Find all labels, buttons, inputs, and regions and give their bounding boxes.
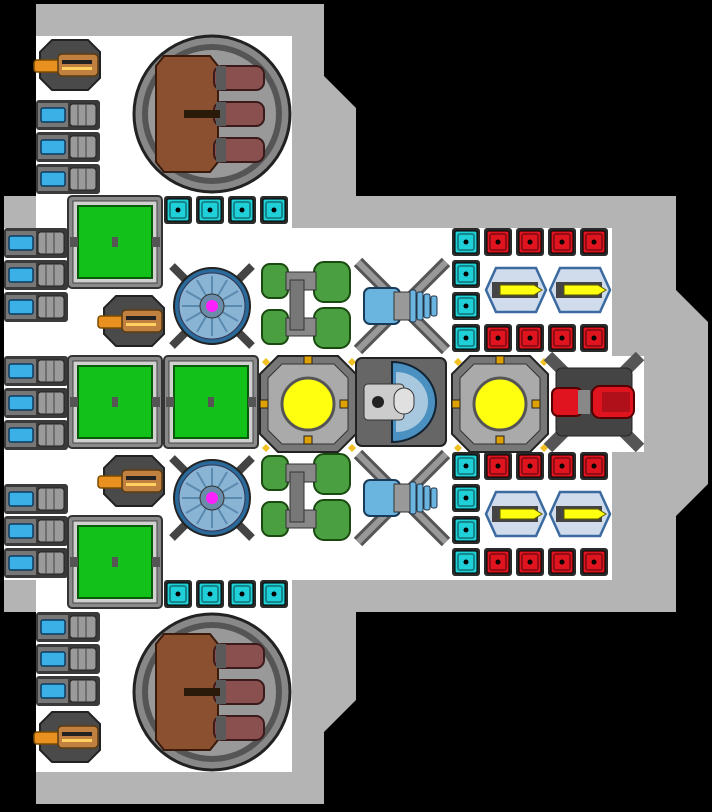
red-power-tile[interactable] [516, 324, 544, 352]
large-cannon-turret[interactable] [132, 612, 292, 772]
cyan-shield-tile[interactable] [164, 196, 192, 224]
cyan-shield-tile[interactable] [164, 580, 192, 608]
red-power-tile[interactable] [484, 452, 512, 480]
reactor-core[interactable] [451, 355, 549, 453]
yellow-laser-cannon[interactable] [548, 490, 612, 538]
green-armor-block[interactable] [67, 515, 163, 609]
green-armor-block[interactable] [67, 195, 163, 289]
red-power-tile[interactable] [580, 548, 608, 576]
green-fuel-tank[interactable] [260, 452, 351, 541]
red-power-tile[interactable] [580, 324, 608, 352]
blue-battery-cell[interactable] [36, 100, 100, 130]
red-power-tile[interactable] [484, 324, 512, 352]
red-power-tile[interactable] [516, 228, 544, 256]
fan-engine[interactable] [168, 262, 256, 350]
hull-notch-bottom [292, 612, 356, 772]
red-power-tile[interactable] [580, 452, 608, 480]
cyan-shield-tile[interactable] [196, 196, 224, 224]
blue-battery-cell[interactable] [36, 644, 100, 674]
yellow-laser-cannon[interactable] [484, 490, 548, 538]
red-power-tile[interactable] [516, 548, 544, 576]
large-cannon-turret[interactable] [132, 34, 292, 194]
small-gun-turret[interactable] [97, 455, 165, 507]
blue-battery-cell[interactable] [4, 228, 68, 258]
blue-thruster[interactable] [353, 449, 451, 547]
cyan-shield-tile[interactable] [452, 548, 480, 576]
fan-engine[interactable] [168, 454, 256, 542]
red-power-tile[interactable] [484, 548, 512, 576]
green-armor-block[interactable] [67, 355, 163, 449]
blue-battery-cell[interactable] [4, 420, 68, 450]
cyan-shield-tile[interactable] [228, 580, 256, 608]
blue-battery-cell[interactable] [4, 356, 68, 386]
blue-battery-cell[interactable] [36, 132, 100, 162]
cyan-shield-tile[interactable] [452, 516, 480, 544]
blue-battery-cell[interactable] [4, 292, 68, 322]
blue-thruster[interactable] [353, 257, 451, 355]
blue-battery-cell[interactable] [36, 676, 100, 706]
red-power-tile[interactable] [548, 548, 576, 576]
red-power-tile[interactable] [516, 452, 544, 480]
red-power-tile[interactable] [548, 452, 576, 480]
cyan-shield-tile[interactable] [452, 484, 480, 512]
blue-battery-cell[interactable] [4, 484, 68, 514]
cyan-shield-tile[interactable] [196, 580, 224, 608]
hull-notch-top [292, 36, 356, 196]
yellow-laser-cannon[interactable] [484, 266, 548, 314]
red-main-engine[interactable] [543, 351, 645, 453]
cyan-shield-tile[interactable] [452, 228, 480, 256]
blue-battery-cell[interactable] [4, 388, 68, 418]
red-power-tile[interactable] [580, 228, 608, 256]
yellow-laser-cannon[interactable] [548, 266, 612, 314]
small-gun-turret[interactable] [33, 711, 101, 763]
blue-battery-cell[interactable] [4, 260, 68, 290]
cyan-shield-tile[interactable] [452, 452, 480, 480]
blue-battery-cell[interactable] [36, 612, 100, 642]
red-power-tile[interactable] [548, 228, 576, 256]
cyan-shield-tile[interactable] [452, 260, 480, 288]
blue-battery-cell[interactable] [36, 164, 100, 194]
cyan-shield-tile[interactable] [228, 196, 256, 224]
cyan-shield-tile[interactable] [452, 324, 480, 352]
cyan-shield-tile[interactable] [260, 196, 288, 224]
green-armor-block[interactable] [163, 355, 259, 449]
blue-battery-cell[interactable] [4, 516, 68, 546]
cyan-shield-tile[interactable] [260, 580, 288, 608]
reactor-core[interactable] [259, 355, 357, 453]
command-cockpit[interactable] [355, 357, 447, 447]
green-fuel-tank[interactable] [260, 260, 351, 349]
blue-battery-cell[interactable] [4, 548, 68, 578]
small-gun-turret[interactable] [97, 295, 165, 347]
cyan-shield-tile[interactable] [452, 292, 480, 320]
small-gun-turret[interactable] [33, 39, 101, 91]
red-power-tile[interactable] [548, 324, 576, 352]
red-power-tile[interactable] [484, 228, 512, 256]
